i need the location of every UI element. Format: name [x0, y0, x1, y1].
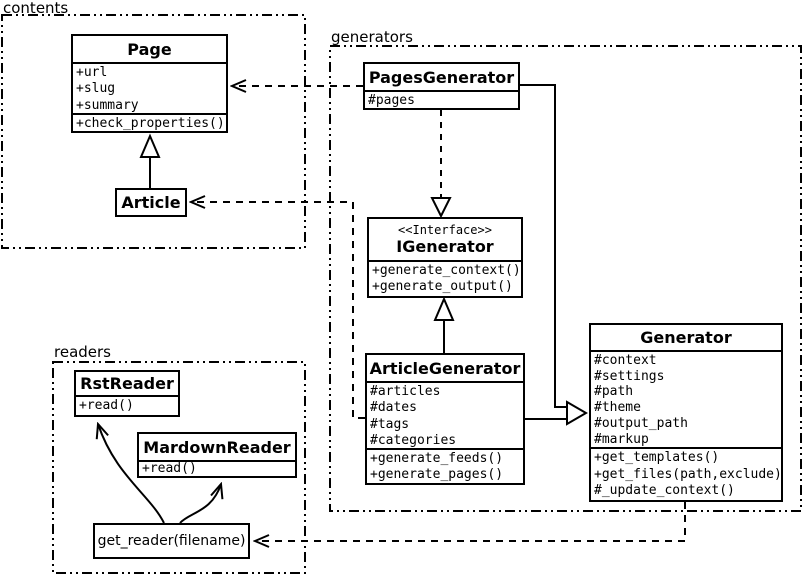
edge-articlegenerator-to-article-dependency [191, 202, 365, 419]
class-mardownreader-name: MardownReader [143, 437, 291, 457]
class-generator-name: Generator [640, 328, 732, 347]
attribute-row: +summary [76, 97, 139, 113]
class-mardownreader: MardownReader +read() [137, 432, 297, 478]
class-igenerator-methods: +generate_context() +generate_output() [369, 260, 521, 296]
class-pagesgenerator-attributes: #pages [365, 90, 518, 108]
class-generator-methods: +get_templates() +get_files(path,exclude… [591, 447, 781, 500]
class-page-attributes: +url +slug +summary [73, 62, 226, 113]
class-rstreader-methods: +read() [76, 395, 178, 415]
realization-arrowhead-igenerator [430, 197, 452, 219]
method-row: #_update_context() [594, 483, 735, 498]
method-row: +check_properties() [76, 116, 225, 131]
attribute-row: #settings [594, 368, 665, 384]
inheritance-arrowhead-generator [566, 400, 588, 426]
attribute-row: #dates [370, 400, 417, 416]
package-readers-border [52, 361, 306, 574]
class-pagesgenerator-name: PagesGenerator [368, 67, 515, 87]
method-row: +read() [79, 398, 134, 413]
class-igenerator-name: IGenerator [396, 236, 494, 256]
class-article: Article [115, 188, 187, 217]
package-contents-border [1, 14, 306, 249]
attribute-row: #theme [594, 400, 641, 416]
method-row: +generate_feeds() [370, 451, 504, 466]
class-mardownreader-methods: +read() [139, 460, 295, 476]
class-page: Page +url +slug +summary +check_properti… [71, 34, 228, 133]
attribute-row: +url [76, 65, 108, 80]
class-page-name: Page [127, 39, 172, 59]
class-articlegenerator: ArticleGenerator #articles #dates #tags … [365, 353, 525, 485]
class-articlegenerator-methods: +generate_feeds() +generate_pages() [367, 448, 523, 483]
function-get-reader: get_reader(filename) [93, 523, 250, 559]
attribute-row: #output_path [594, 415, 688, 431]
attribute-row: #articles [370, 384, 441, 399]
class-igenerator-stereotype: <<Interface>> [398, 222, 492, 237]
class-igenerator-header: <<Interface>> IGenerator [369, 219, 521, 260]
class-rstreader-name: RstReader [80, 374, 174, 393]
class-articlegenerator-attributes: #articles #dates #tags #categories [367, 381, 523, 448]
edge-getreader-to-mardownreader [179, 484, 221, 524]
method-row: +generate_pages() [370, 467, 504, 482]
method-row: +generate_output() [372, 279, 513, 294]
attribute-row: #context [594, 353, 657, 368]
class-article-name: Article [121, 193, 181, 212]
attribute-row: #markup [594, 431, 649, 447]
edge-generator-to-getreader-dependency [255, 502, 686, 541]
method-row: +get_files(path,exclude) [594, 466, 781, 482]
package-generators-border [329, 45, 802, 512]
package-label-contents: contents [3, 0, 69, 17]
attribute-row: #path [594, 384, 634, 400]
attribute-row: #pages [368, 93, 415, 108]
edge-getreader-to-rstreader [98, 424, 165, 524]
method-row: +generate_context() [372, 263, 521, 278]
inheritance-arrowhead-page [139, 133, 161, 158]
method-row: +read() [142, 461, 197, 476]
package-label-readers: readers [54, 343, 111, 361]
class-pagesgenerator: PagesGenerator #pages [363, 62, 520, 110]
edge-pagesgenerator-to-generator [520, 84, 567, 408]
attribute-row: #tags [370, 416, 410, 432]
method-row: +get_templates() [594, 450, 720, 465]
class-generator: Generator #context #settings #path #them… [589, 323, 783, 502]
class-page-methods: +check_properties() [73, 113, 226, 131]
attribute-row: +slug [76, 81, 116, 97]
inheritance-arrowhead-igenerator [433, 296, 455, 321]
class-rstreader: RstReader +read() [74, 370, 180, 417]
attribute-row: #categories [370, 432, 457, 448]
package-label-generators: generators [331, 28, 413, 46]
class-generator-attributes: #context #settings #path #theme #output_… [591, 350, 781, 447]
class-igenerator: <<Interface>> IGenerator +generate_conte… [367, 217, 523, 298]
class-articlegenerator-name: ArticleGenerator [369, 358, 521, 378]
